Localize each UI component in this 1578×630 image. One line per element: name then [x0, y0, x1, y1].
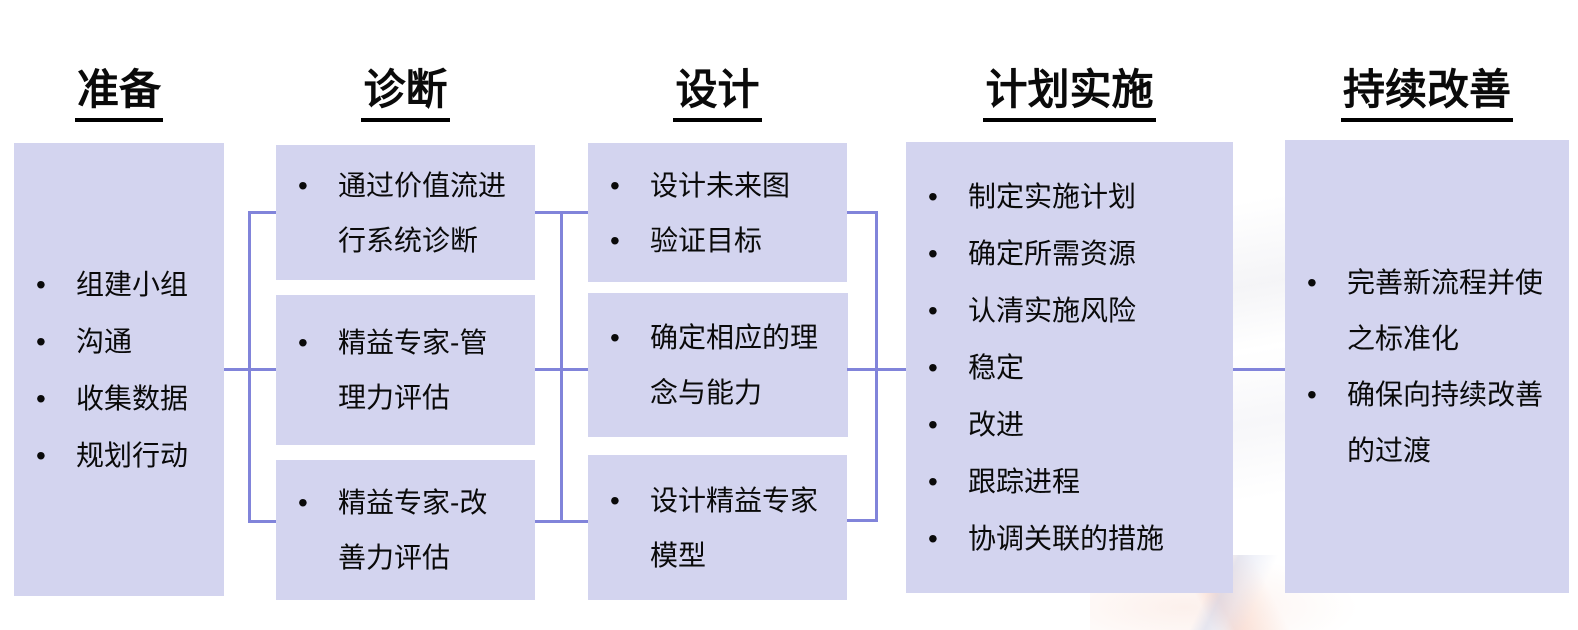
bullet-icon: •: [928, 238, 938, 269]
connector-bracket-3-vertical: [875, 211, 878, 522]
list-item: •沟通: [14, 313, 224, 370]
list-item: •设计未来图: [588, 158, 847, 213]
bullet-icon: •: [36, 268, 46, 300]
connector-stub: [847, 519, 875, 522]
connector-stub: [248, 520, 276, 523]
stage-box-diagnosis-1: •通过价值流进行系统诊断: [276, 145, 535, 280]
bullet-icon: •: [298, 169, 308, 201]
bullet-icon: •: [610, 322, 620, 353]
list-item: •通过价值流进行系统诊断: [276, 158, 535, 268]
stage-box-continuous-improvement: •完善新流程并使之标准化 •确保向持续改善的过渡: [1285, 140, 1569, 593]
list-item: •确定相应的理念与能力: [588, 310, 848, 420]
list-item: •组建小组: [14, 256, 224, 313]
bullet-icon: •: [298, 327, 308, 358]
bullet-icon: •: [928, 181, 938, 212]
connector-stub: [847, 368, 906, 371]
bullet-icon: •: [298, 487, 308, 518]
list-item: •确定所需资源: [906, 225, 1233, 282]
list-item: •跟踪进程: [906, 453, 1233, 510]
connector-stub: [535, 211, 588, 214]
bullet-icon: •: [1307, 378, 1317, 410]
bullet-icon: •: [928, 466, 938, 497]
stage-box-preparation: •组建小组 •沟通 •收集数据 •规划行动: [14, 143, 224, 596]
connector-4-5: [1233, 368, 1285, 371]
bullet-icon: •: [610, 224, 620, 256]
list-item: •协调关联的措施: [906, 510, 1233, 567]
list-item: •完善新流程并使之标准化: [1285, 255, 1569, 367]
bullet-icon: •: [610, 484, 620, 516]
list-item: •收集数据: [14, 370, 224, 427]
connector-stub: [248, 211, 276, 214]
list-item: •验证目标: [588, 213, 847, 268]
stage-box-design-3: •设计精益专家模型: [588, 455, 847, 600]
bullet-icon: •: [36, 439, 46, 471]
stage-box-diagnosis-2: •精益专家-管理力评估: [276, 295, 535, 445]
stage-box-design-2: •确定相应的理念与能力: [588, 293, 848, 437]
list-item: •规划行动: [14, 427, 224, 484]
bullet-icon: •: [1307, 266, 1317, 298]
list-item: •精益专家-改善力评估: [276, 475, 535, 585]
list-item: •精益专家-管理力评估: [276, 315, 535, 425]
list-item: •改进: [906, 396, 1233, 453]
bullet-icon: •: [928, 409, 938, 440]
bullet-icon: •: [610, 169, 620, 201]
stage-box-diagnosis-3: •精益专家-改善力评估: [276, 460, 535, 600]
connector-bracket-2-vertical: [560, 211, 563, 523]
connector-stub: [535, 520, 588, 523]
stage-header-preparation: 准备: [14, 66, 224, 122]
stage-header-diagnosis: 诊断: [276, 66, 535, 122]
bullet-icon: •: [36, 382, 46, 414]
stage-box-design-1: •设计未来图 •验证目标: [588, 143, 847, 282]
bullet-icon: •: [928, 523, 938, 554]
connector-stub: [224, 368, 276, 371]
connector-bracket-1-vertical: [248, 211, 251, 523]
list-item: •确保向持续改善的过渡: [1285, 367, 1569, 479]
list-item: •认清实施风险: [906, 282, 1233, 339]
stage-box-implementation: •制定实施计划 •确定所需资源 •认清实施风险 •稳定 •改进 •跟踪进程 •协…: [906, 142, 1233, 593]
connector-stub: [535, 368, 588, 371]
bullet-icon: •: [928, 295, 938, 326]
connector-stub: [847, 211, 875, 214]
bullet-icon: •: [36, 325, 46, 357]
list-item: •制定实施计划: [906, 168, 1233, 225]
stage-header-continuous-improvement: 持续改善: [1285, 66, 1569, 122]
stage-header-design: 设计: [588, 66, 847, 122]
stage-header-implementation: 计划实施: [906, 66, 1233, 122]
list-item: •设计精益专家模型: [588, 473, 847, 583]
bullet-icon: •: [928, 352, 938, 383]
list-item: •稳定: [906, 339, 1233, 396]
